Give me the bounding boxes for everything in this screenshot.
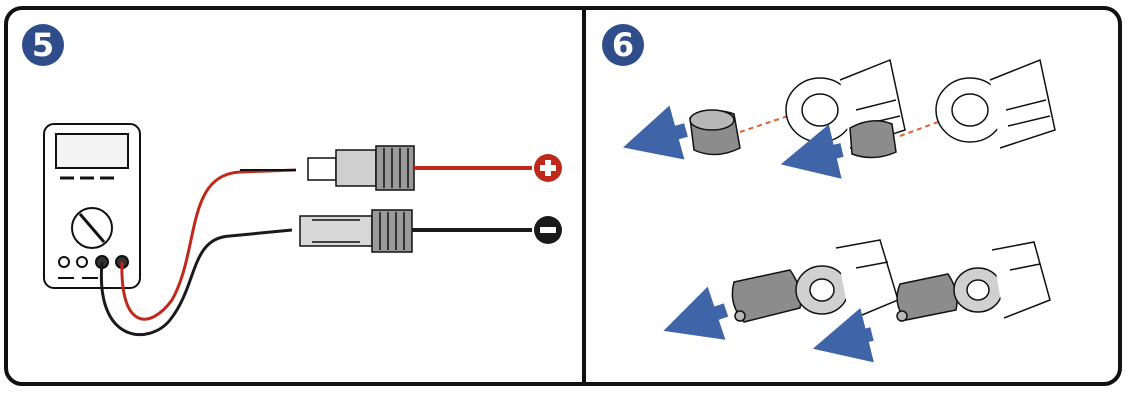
multimeter-display bbox=[55, 133, 129, 169]
multimeter bbox=[43, 123, 141, 289]
dust-cap-top-2 bbox=[849, 120, 897, 159]
diagram-frame bbox=[4, 6, 1122, 386]
minus-circle-icon bbox=[534, 216, 562, 244]
step-number-badge: 5 bbox=[22, 24, 64, 66]
arrow-left-icon bbox=[623, 105, 688, 160]
positive-connector bbox=[307, 145, 415, 191]
arrow-left-icon bbox=[812, 308, 874, 363]
plus-circle-icon bbox=[534, 154, 562, 182]
positive-test-lead bbox=[120, 168, 297, 321]
arrow-left-icon bbox=[780, 124, 844, 179]
panel-divider bbox=[582, 6, 586, 386]
dust-cap-bottom-2 bbox=[896, 273, 958, 322]
negative-connector bbox=[299, 209, 413, 253]
arrow-left-icon bbox=[663, 286, 729, 340]
male-connector-bottom-2 bbox=[953, 241, 1051, 319]
negative-test-lead bbox=[99, 228, 293, 337]
dust-cap-top-1 bbox=[689, 109, 741, 156]
male-connector-bottom-1 bbox=[795, 239, 899, 321]
alignment-line bbox=[899, 113, 961, 137]
step-number-badge: 6 bbox=[602, 24, 644, 66]
female-connector-top-2 bbox=[935, 58, 1056, 149]
alignment-line bbox=[739, 111, 801, 133]
dust-cap-bottom-1 bbox=[731, 269, 802, 323]
